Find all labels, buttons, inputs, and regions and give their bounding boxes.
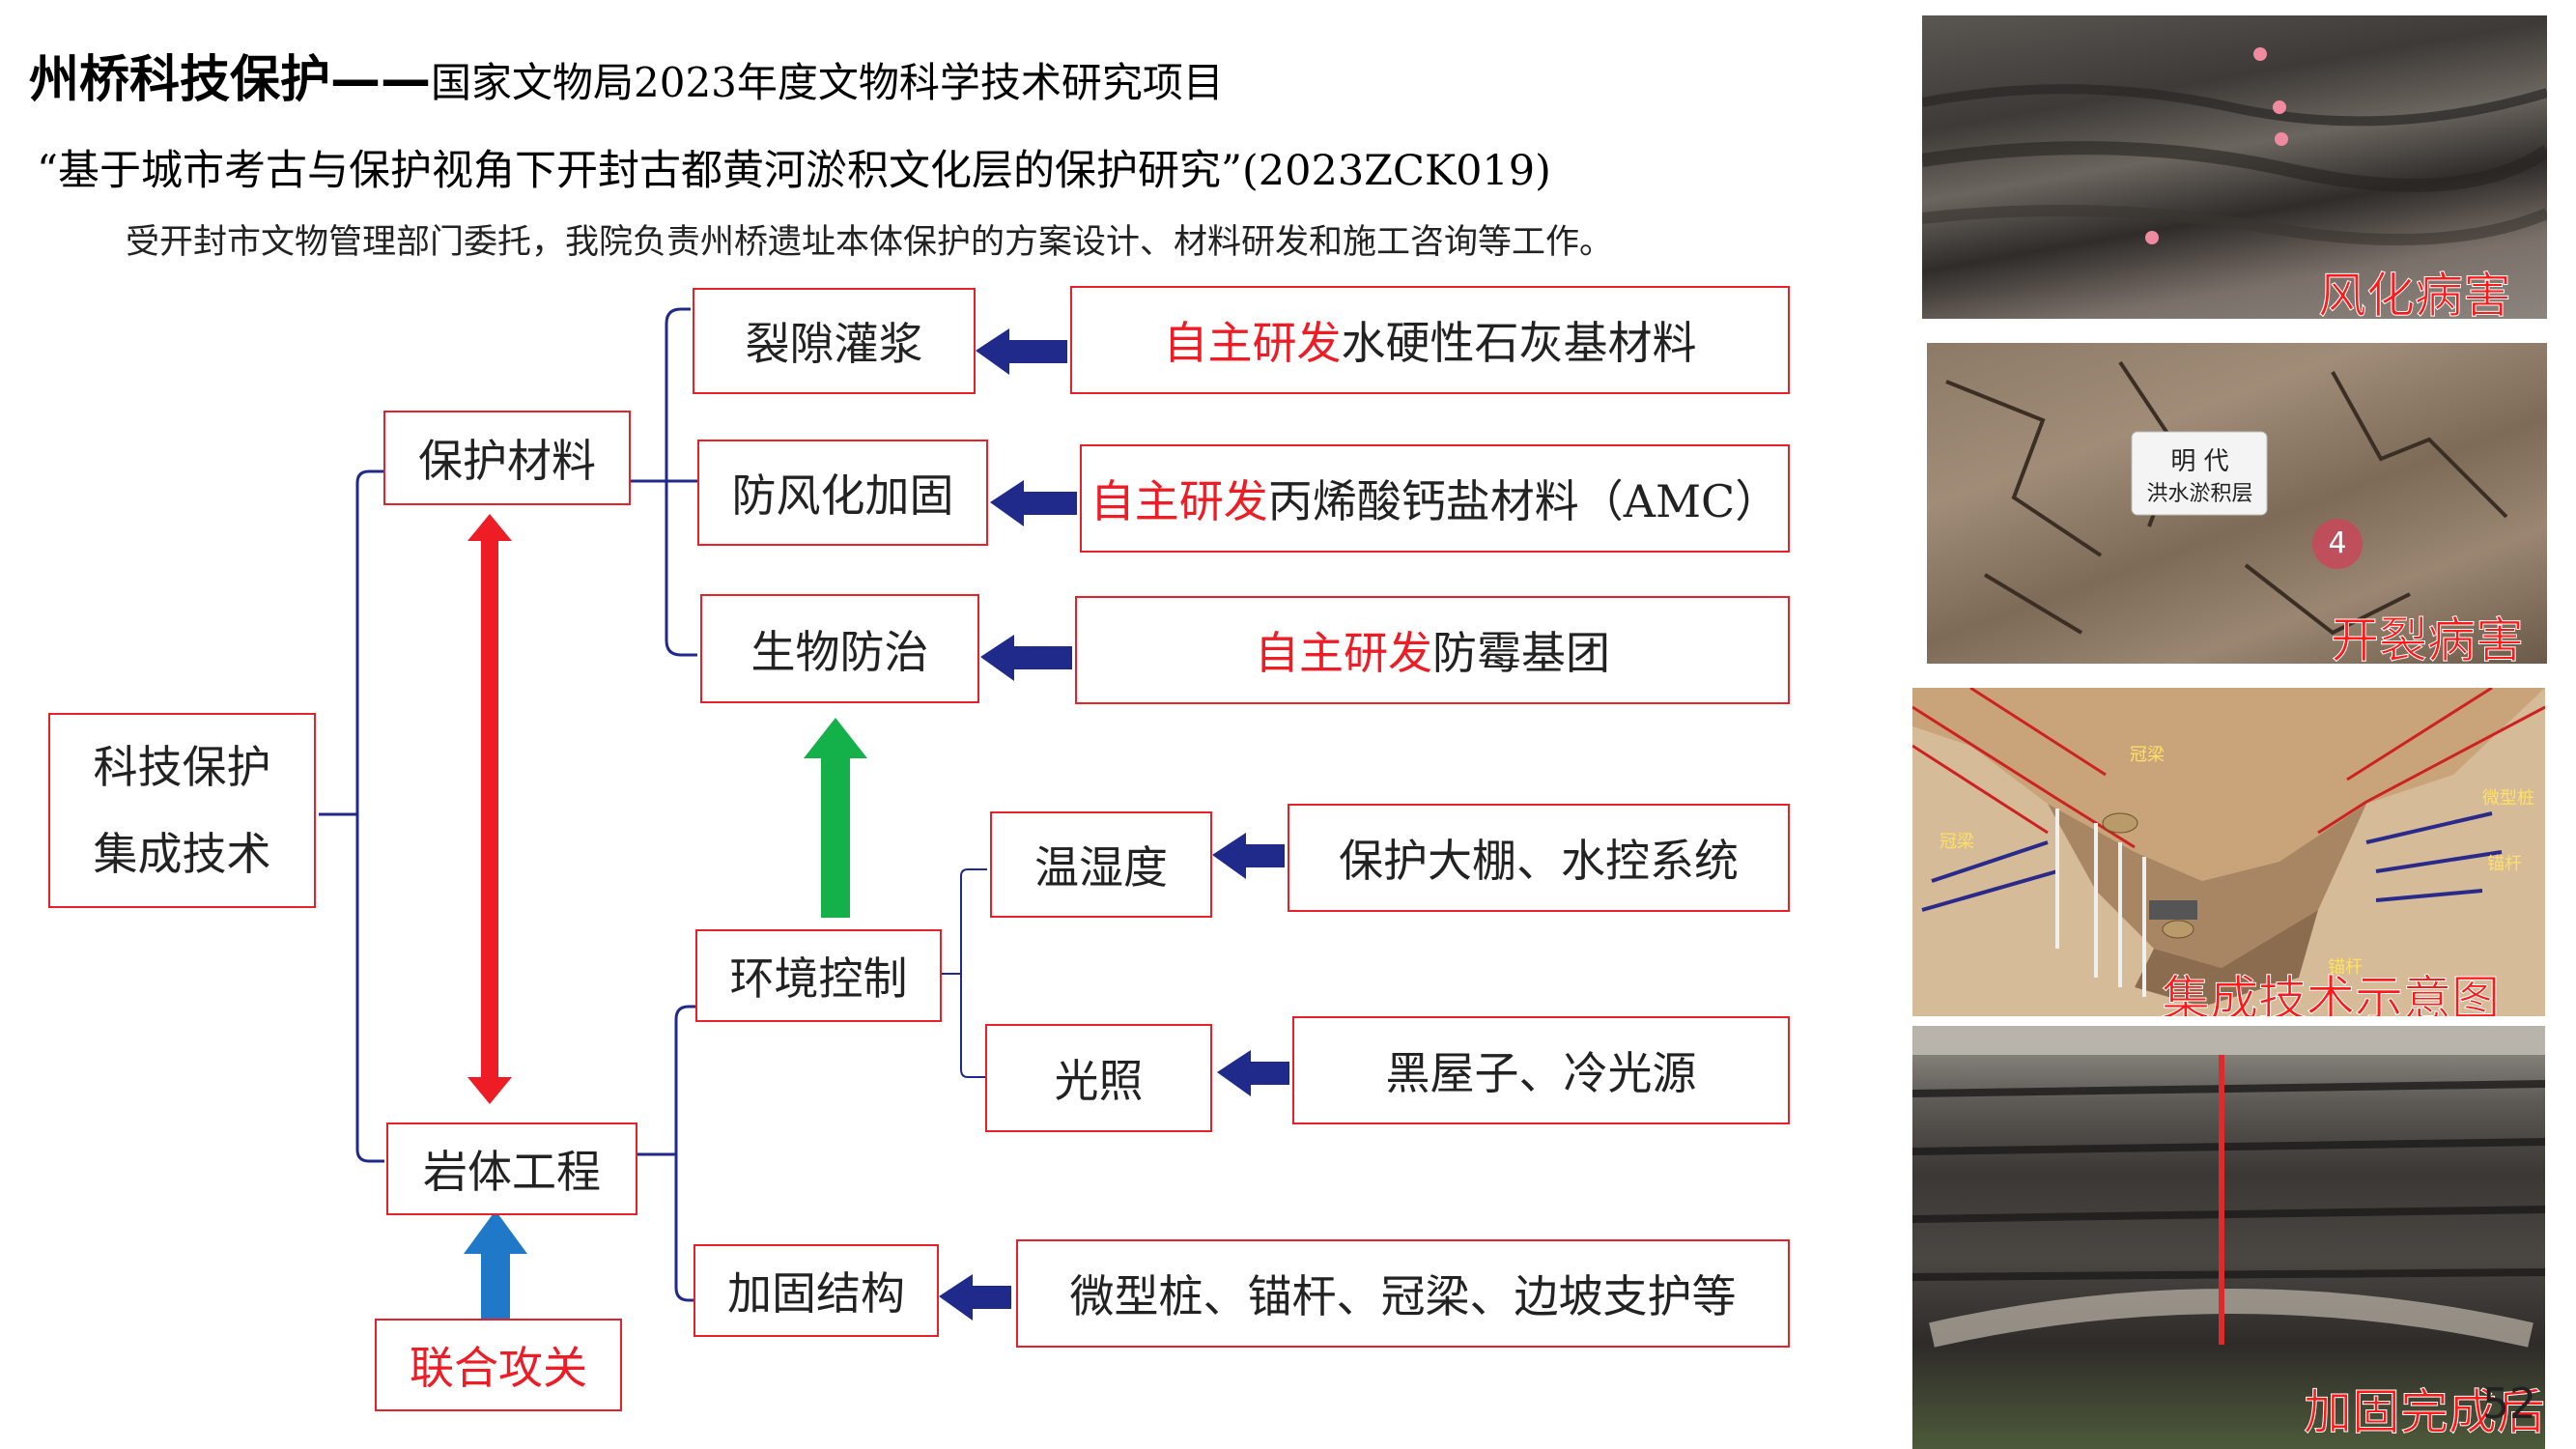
arrow-left-4 <box>1212 833 1285 879</box>
schematic-label-4: 锚杆 <box>2487 854 2522 874</box>
material-text-3: 防霉基团 <box>1432 627 1610 679</box>
title-sub: 国家文物局2023年度文物科学技术研究项目 <box>431 59 1224 106</box>
photo-schematic: 冠梁 冠梁 微型桩 锚杆 锚杆 集成技术示意图 <box>1912 688 2545 1016</box>
weathering-texture <box>1922 47 2547 245</box>
schematic-label-1: 冠梁 <box>2130 745 2165 765</box>
material-label-3: 生物防治 <box>700 594 979 703</box>
page-number: 52 <box>2482 1379 2536 1429</box>
caption-cracking: 开裂病害 <box>2331 612 2525 665</box>
environment-box: 环境控制 <box>695 929 942 1022</box>
arrow-left-5 <box>1217 1050 1289 1096</box>
material-label-2: 防风化加固 <box>697 440 988 546</box>
arrow-left-2 <box>990 480 1077 526</box>
arrow-left-3 <box>980 635 1072 681</box>
sign-line2: 洪水淤积层 <box>2146 482 2253 506</box>
arrow-left-6 <box>939 1274 1011 1321</box>
blue-up-arrow <box>464 1210 527 1319</box>
completed-texture <box>1912 1026 2545 1348</box>
schematic-drawing <box>1912 688 2545 1007</box>
caption-weathering: 风化病害 <box>2318 268 2512 320</box>
schematic-label-2: 冠梁 <box>1939 832 1974 852</box>
env-label-1: 温湿度 <box>990 811 1212 918</box>
material-prefix-2: 自主研发 <box>1090 475 1268 527</box>
marker-number: 4 <box>2328 526 2347 560</box>
material-detail-3: 自主研发防霉基团 <box>1075 596 1790 704</box>
photo-completed: 加固完成后 <box>1912 1026 2545 1449</box>
branch-rock-box: 岩体工程 <box>386 1122 637 1215</box>
branch-materials-box: 保护材料 <box>383 411 631 505</box>
material-text-2: 丙烯酸钙盐材料（AMC） <box>1267 475 1780 527</box>
material-prefix-1: 自主研发 <box>1163 317 1342 369</box>
photo-cracking: 明 代 洪水淤积层 4 开裂病害 <box>1927 343 2547 664</box>
materials-bracket <box>631 307 701 657</box>
env-label-2: 光照 <box>985 1024 1212 1132</box>
caption-schematic: 集成技术示意图 <box>2162 971 2501 1017</box>
cracking-texture <box>1945 360 2508 636</box>
sign-line1: 明 代 <box>2170 447 2229 476</box>
project-description: 受开封市文物管理部门委托，我院负责州桥遗址本体保护的方案设计、材料研发和施工咨询… <box>126 223 1614 262</box>
env-detail-1: 保护大棚、水控系统 <box>1288 804 1790 912</box>
environment-bracket <box>942 868 987 1078</box>
rock-bracket <box>637 1005 697 1302</box>
material-label-1: 裂隙灌浆 <box>693 288 976 394</box>
reinforce-box: 加固结构 <box>694 1244 939 1337</box>
material-prefix-3: 自主研发 <box>1255 627 1432 679</box>
title-main: 州桥科技保护 <box>29 51 331 109</box>
photo-weathering: 风化病害 <box>1922 15 2547 319</box>
reinforce-detail: 微型桩、锚杆、冠梁、边坡支护等 <box>1016 1239 1790 1348</box>
root-box: 科技保护 集成技术 <box>48 713 316 908</box>
joint-box: 联合攻关 <box>375 1319 622 1411</box>
material-detail-2: 自主研发丙烯酸钙盐材料（AMC） <box>1080 444 1790 553</box>
arrow-left-1 <box>976 328 1067 375</box>
root-line1: 科技保护 <box>93 741 271 793</box>
schematic-label-3: 微型桩 <box>2482 788 2534 809</box>
root-bracket <box>319 469 384 1163</box>
caption-completed: 加固完成后 <box>2304 1384 2546 1441</box>
page-title: 州桥科技保护——国家文物局2023年度文物科学技术研究项目 <box>29 39 1224 111</box>
root-line2: 集成技术 <box>93 828 271 880</box>
green-up-arrow <box>804 718 867 918</box>
schematic-label-5: 锚杆 <box>2328 957 2363 978</box>
material-text-1: 水硬性石灰基材料 <box>1341 317 1697 369</box>
red-double-arrow <box>467 514 512 1104</box>
env-detail-2: 黑屋子、冷光源 <box>1292 1016 1790 1124</box>
material-detail-1: 自主研发水硬性石灰基材料 <box>1070 286 1790 394</box>
project-title: “基于城市考古与保护视角下开封古都黄河淤积文化层的保护研究”(2023ZCK01… <box>37 147 1551 195</box>
navy-arrows <box>939 328 1289 1321</box>
title-dash: —— <box>330 51 432 109</box>
